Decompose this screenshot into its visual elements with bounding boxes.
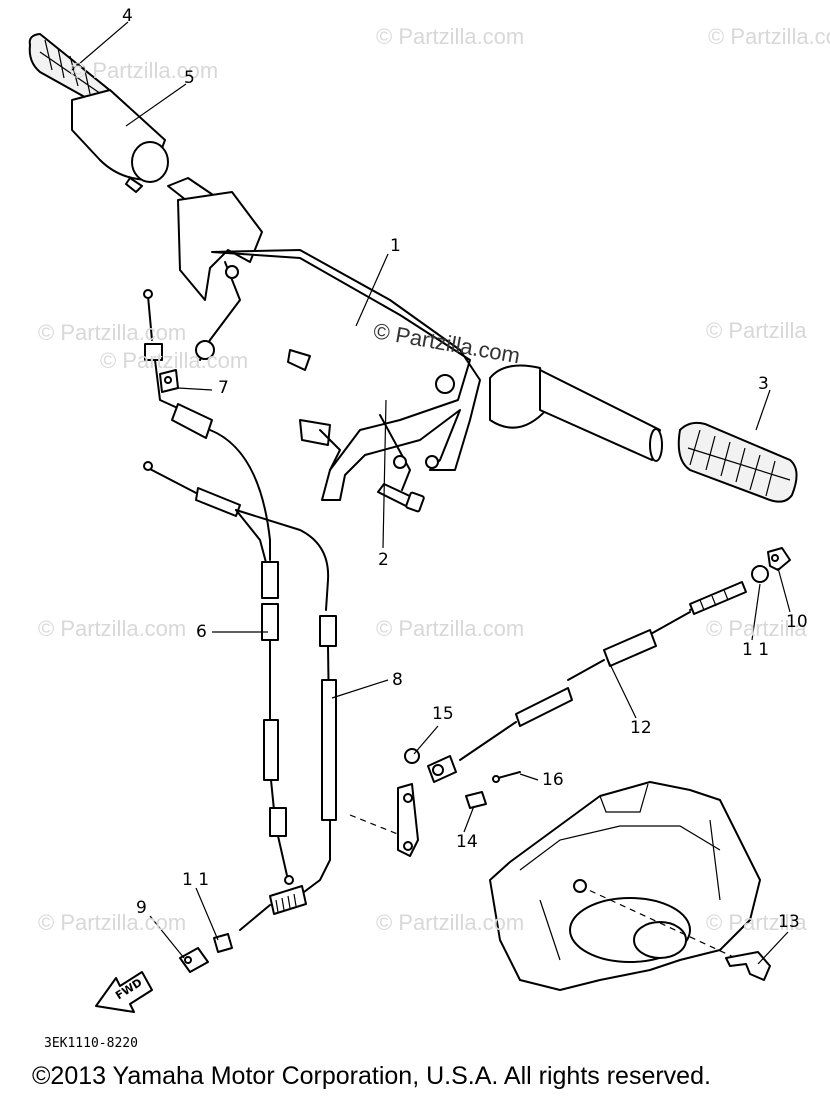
- copyright-notice: ©2013 Yamaha Motor Corporation, U.S.A. A…: [32, 1062, 711, 1090]
- diagram-code: 3EK1110-8220: [44, 1036, 138, 1051]
- callout-16: 16: [542, 770, 564, 790]
- small-parts-lower: [179, 933, 233, 973]
- watermark: © Partzilla: [706, 910, 807, 935]
- throttle-housing: [71, 89, 169, 193]
- callout-12: 12: [630, 718, 652, 738]
- callout-3: 3: [758, 374, 769, 394]
- choke-cable: [143, 289, 337, 931]
- callout-9: 9: [136, 898, 147, 918]
- clutch-cable: [459, 547, 791, 761]
- callout-4: 4: [122, 6, 133, 26]
- cable-bracket: [349, 783, 419, 857]
- callout-5: 5: [184, 68, 195, 88]
- watermark: © Partzilla: [706, 616, 807, 641]
- clip-7: [159, 369, 179, 393]
- callout-2: 2: [378, 550, 389, 570]
- callout-13: 13: [778, 912, 800, 932]
- watermark: © Partzilla: [706, 318, 807, 343]
- callout-14: 14: [456, 832, 478, 852]
- engine-case: [489, 781, 761, 991]
- callout-15: 15: [432, 704, 454, 724]
- watermark: © Partzilla.com: [70, 58, 219, 83]
- clip-13: [725, 951, 771, 981]
- watermark: © Partzilla.com: [100, 348, 249, 373]
- callout-10: 10: [786, 612, 808, 632]
- callout-7: 7: [218, 378, 229, 398]
- watermark: © Partzilla.com: [38, 616, 187, 641]
- callout-1: 1: [390, 236, 401, 256]
- handlebar-holder: [177, 191, 481, 501]
- throttle-cable: [143, 461, 294, 885]
- callout-8: 8: [392, 670, 403, 690]
- leader-lines: [71, 21, 791, 965]
- watermark: © Partzilla.com: [376, 910, 525, 935]
- watermark: © Partzilla.com: [376, 616, 525, 641]
- watermark: © Partzilla.com: [708, 24, 830, 49]
- watermark: © Partzilla.com: [38, 320, 187, 345]
- fwd-arrow: FWD: [95, 971, 153, 1013]
- watermark: © Partzilla.com: [38, 910, 187, 935]
- watermark: © Partzilla.com: [376, 24, 525, 49]
- bolt-2: [377, 483, 425, 513]
- lever-assembly: [404, 748, 521, 809]
- callout-6: 6: [196, 622, 207, 642]
- callout-11-upper: 1 1: [742, 640, 770, 660]
- callout-11-lower: 1 1: [182, 870, 210, 890]
- right-handlebar: [489, 364, 663, 462]
- right-grip: [677, 421, 798, 503]
